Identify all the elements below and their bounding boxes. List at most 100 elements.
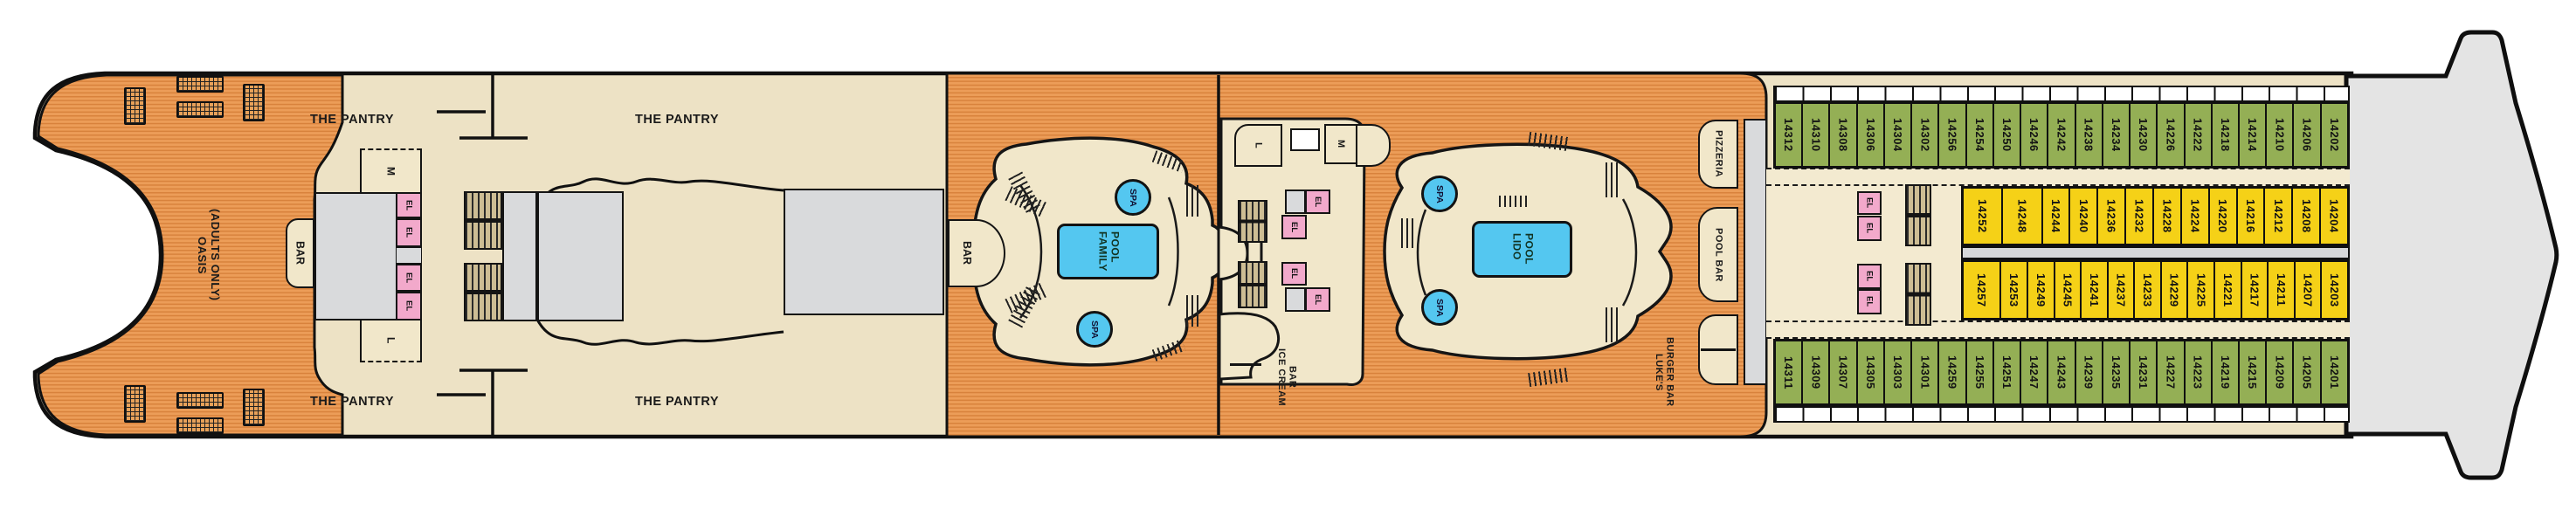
cabin[interactable]: 14210 (2266, 103, 2294, 167)
cabin[interactable]: 14224 (2180, 188, 2209, 245)
cabin[interactable]: 14310 (1802, 103, 1830, 167)
cabin[interactable]: 14236 (2097, 188, 2126, 245)
oasis-bar: BAR (286, 218, 314, 288)
lounger-icon (1606, 307, 1621, 342)
lido-pool: LIDO POOL (1472, 221, 1572, 278)
cabin[interactable]: 14237 (2107, 261, 2135, 319)
cabin[interactable]: 14201 (2320, 341, 2348, 404)
cabin[interactable]: 14239 (2075, 341, 2103, 404)
cabin[interactable]: 14214 (2238, 103, 2267, 167)
cabin[interactable]: 14202 (2320, 103, 2348, 167)
cabin[interactable]: 14218 (2211, 103, 2239, 167)
cabin[interactable]: 14232 (2125, 188, 2154, 245)
cabin[interactable]: 14303 (1883, 341, 1912, 404)
cabin[interactable]: 14304 (1883, 103, 1912, 167)
inside-corridor (1961, 246, 2350, 259)
cabin[interactable]: 14233 (2134, 261, 2161, 319)
cabin[interactable]: 14238 (2075, 103, 2103, 167)
cabin[interactable]: 14311 (1775, 341, 1803, 404)
cabin[interactable]: 14246 (2020, 103, 2048, 167)
cabin[interactable]: 14204 (2320, 188, 2349, 245)
ice-cream-structure (1218, 312, 1280, 381)
cabin[interactable]: 14235 (2102, 341, 2131, 404)
cabin[interactable]: 14209 (2266, 341, 2294, 404)
cabin[interactable]: 14205 (2293, 341, 2321, 404)
family-pool: FAMILY POOL (1057, 224, 1159, 279)
cabin[interactable]: 14225 (2187, 261, 2215, 319)
cabin[interactable]: 14223 (2184, 341, 2212, 404)
cabin[interactable]: 14221 (2214, 261, 2241, 319)
cabin[interactable]: 14226 (2157, 103, 2185, 167)
cabin[interactable]: 14216 (2236, 188, 2265, 245)
cabin[interactable]: 14208 (2292, 188, 2321, 245)
cabin[interactable]: 14206 (2293, 103, 2321, 167)
elevator-icon: EL (1857, 216, 1882, 241)
cabin[interactable]: 14230 (2130, 103, 2158, 167)
pool-bar: POOL BAR (1698, 207, 1738, 302)
cabin[interactable]: 14234 (2102, 103, 2131, 167)
cabin[interactable]: 14245 (2054, 261, 2082, 319)
corridor[interactable] (1766, 168, 2350, 186)
cabin[interactable]: 14215 (2238, 341, 2267, 404)
cabin[interactable]: 14207 (2294, 261, 2322, 319)
cabin[interactable]: 14308 (1829, 103, 1857, 167)
cabin[interactable]: 14251 (1992, 341, 2021, 404)
cabin[interactable]: 14228 (2153, 188, 2181, 245)
cabin[interactable]: 14256 (1938, 103, 1966, 167)
lounger-icon (1499, 196, 1529, 207)
cabin[interactable]: 14301 (1911, 341, 1939, 404)
cabin[interactable]: 14217 (2241, 261, 2269, 319)
cabin[interactable]: 14242 (2048, 103, 2075, 167)
counter-edge-bottom (535, 317, 784, 346)
cabin[interactable]: 14302 (1911, 103, 1939, 167)
lobby-structure (1744, 119, 1767, 385)
stairs-icon (1238, 261, 1267, 308)
cabin[interactable]: 14212 (2264, 188, 2293, 245)
cabin[interactable]: 14219 (2211, 341, 2239, 404)
table-icon (124, 87, 146, 125)
cabin[interactable]: 14220 (2208, 188, 2237, 245)
lido-island-detail (1416, 198, 1638, 307)
cabin[interactable]: 14257 (1963, 261, 2001, 319)
cabin[interactable]: 14254 (1965, 103, 1993, 167)
elevator-icon: EL (396, 218, 422, 247)
cabin[interactable]: 14247 (2020, 341, 2048, 404)
cabin[interactable]: 14248 (2002, 188, 2042, 245)
cabin[interactable]: 14249 (2027, 261, 2055, 319)
restroom-ladies: L (360, 319, 422, 362)
ice-cream-bar-label: ICE CREAM BAR (1276, 348, 1298, 407)
cabin[interactable]: 14312 (1775, 103, 1803, 167)
cabin[interactable]: 14241 (2081, 261, 2108, 319)
cabin[interactable]: 14222 (2184, 103, 2212, 167)
cabin[interactable]: 14252 (1963, 188, 2003, 245)
cabin[interactable]: 14253 (2000, 261, 2028, 319)
cabin[interactable]: 14309 (1802, 341, 1830, 404)
stairs-icon (464, 191, 502, 250)
cabin[interactable]: 14227 (2157, 341, 2185, 404)
cabin[interactable]: 14231 (2130, 341, 2158, 404)
cabin[interactable]: 14259 (1938, 341, 1966, 404)
elevator-icon: EL (1281, 215, 1307, 239)
cabin[interactable]: 14240 (2069, 188, 2098, 245)
cabin[interactable]: 14255 (1965, 341, 1993, 404)
cabin[interactable]: 14306 (1856, 103, 1884, 167)
lounger-icon (1606, 162, 1621, 197)
cabin[interactable]: 14243 (2048, 341, 2075, 404)
cabin[interactable]: 14250 (1992, 103, 2021, 167)
table-icon (176, 101, 224, 118)
cabin[interactable]: 14211 (2268, 261, 2295, 319)
cabin[interactable]: 14305 (1856, 341, 1884, 404)
elevator-icon: EL (1857, 289, 1882, 314)
cabin[interactable]: 14307 (1829, 341, 1857, 404)
stairs-icon (464, 263, 502, 321)
corridor[interactable] (1766, 320, 2350, 339)
galley-space (537, 191, 624, 321)
cabin[interactable]: 14229 (2160, 261, 2188, 319)
counter-line (1701, 348, 1736, 351)
cabin[interactable]: 14203 (2321, 261, 2348, 319)
elevator-icon: EL (396, 192, 422, 218)
buffet-station (314, 192, 397, 320)
cabin[interactable]: 14244 (2041, 188, 2070, 245)
